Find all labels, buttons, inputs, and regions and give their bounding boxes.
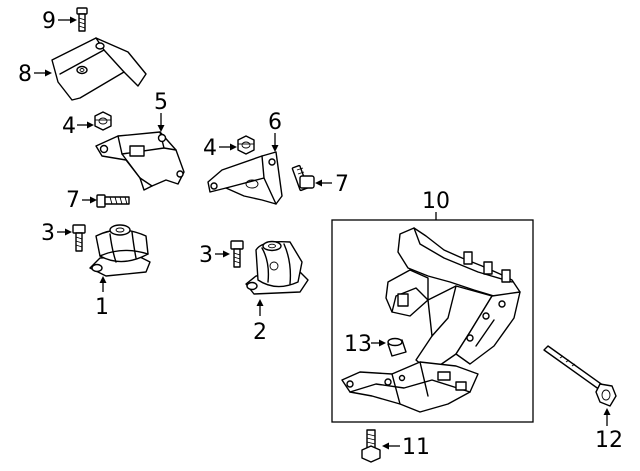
arrow-11: [382, 442, 389, 450]
callout-10: 10: [422, 189, 450, 214]
callout-7-left: 7: [66, 188, 80, 213]
part-7-bolt-left: [96, 194, 130, 208]
arrow-7-left: [90, 196, 97, 204]
part-4-nut-left: [94, 111, 112, 131]
callout-4-right: 4: [203, 136, 217, 161]
part-5-mount-bracket: [95, 131, 185, 191]
callout-13: 13: [344, 332, 372, 357]
callout-4-left: 4: [62, 114, 76, 139]
callout-8: 8: [18, 62, 32, 87]
arrow-5: [157, 125, 165, 132]
callout-11: 11: [402, 435, 430, 460]
callout-6: 6: [268, 110, 282, 135]
arrow-13: [379, 339, 386, 347]
arrow-3-right: [223, 250, 230, 258]
part-11-bolt: [361, 429, 381, 463]
callout-3-right: 3: [199, 243, 213, 268]
callout-1: 1: [95, 295, 109, 320]
part-3-bolt-right: [230, 240, 244, 268]
callout-3-left: 3: [41, 221, 55, 246]
callout-5: 5: [154, 90, 168, 115]
callout-12: 12: [595, 428, 623, 453]
callout-9: 9: [42, 9, 56, 34]
part-10-crossmember: [341, 227, 521, 413]
part-10-frame: [331, 219, 534, 423]
arrow-9: [70, 16, 77, 24]
part-2-transmission-mount: [245, 240, 309, 295]
arrow-7-right: [315, 179, 322, 187]
part-1-engine-mount: [89, 224, 151, 277]
part-13-bushing: [387, 337, 407, 357]
part-3-bolt-left: [72, 224, 86, 252]
part-8-heat-shield: [51, 37, 147, 101]
part-7-bolt-right: [291, 164, 315, 192]
arrow-12: [603, 408, 611, 415]
callout-2: 2: [253, 320, 267, 345]
arrow-3-left: [65, 228, 72, 236]
part-9-bolt: [76, 7, 88, 32]
arrow-4-left: [87, 121, 94, 129]
part-6-bracket: [207, 151, 283, 205]
arrow-8: [45, 69, 52, 77]
arrow-2: [256, 299, 264, 306]
arrow-6: [271, 145, 279, 152]
callout-7-right: 7: [335, 172, 349, 197]
part-4-nut-right: [237, 135, 255, 155]
arrow-1: [99, 276, 107, 283]
arrow-4-right: [230, 143, 237, 151]
part-12-long-bolt: [543, 345, 617, 407]
